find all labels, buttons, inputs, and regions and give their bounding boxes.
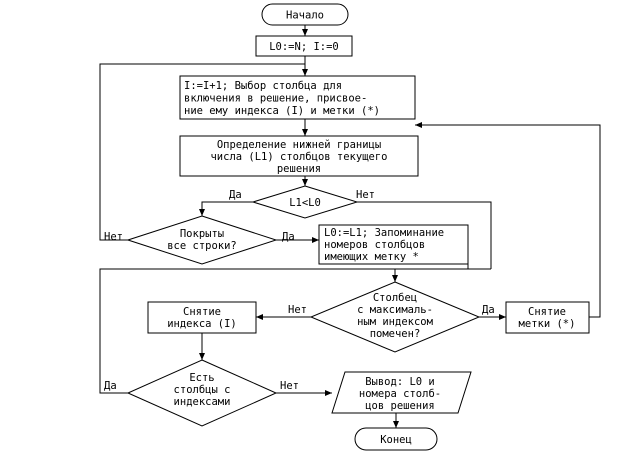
edge-l1-no [357, 201, 492, 269]
remove-index-line-1: Снятие [183, 306, 221, 318]
decision-indexed: Есть столбцы с индексами [126, 359, 278, 427]
edge-remember-trunk [467, 255, 491, 270]
edge-rows-no [99, 63, 305, 241]
init-text: L0:=N; I:=0 [269, 41, 339, 53]
indexed-line-1: Есть [189, 372, 214, 384]
process-select: I:=I+1; Выбор столбца для включения в ре… [179, 75, 416, 120]
output-line-1: Вывод: L0 и [365, 376, 435, 388]
label-indexed-yes: Да [104, 380, 117, 392]
remove-index-line-2: индекса (I) [167, 318, 237, 330]
marked-line-4: помечен? [370, 328, 421, 340]
label-marked-yes: Да [482, 304, 495, 316]
process-remember: L0:=L1; Запоминание номеров столбцов име… [318, 224, 469, 265]
io-output: Вывод: L0 и номера столб- цов решения [331, 371, 472, 414]
label-l1-no: Нет [356, 189, 375, 201]
marked-line-3: ным индексом [357, 316, 434, 328]
end-text: Конец [380, 434, 412, 446]
process-remove-index: Снятие индекса (I) [147, 301, 257, 334]
edge-l1-yes [199, 201, 253, 216]
remember-line-1: L0:=L1; Запоминание [324, 227, 444, 239]
edge-labels: Да Нет Нет Да Нет Да Да Нет [104, 189, 495, 392]
cond-l1-text: L1<L0 [289, 197, 321, 209]
remember-line-3: имеющих метку * [324, 251, 419, 263]
output-line-2: номера столб- [359, 388, 441, 400]
indexed-line-3: индексами [174, 396, 231, 408]
select-line-3: ние ему индекса (I) и метки (*) [184, 105, 380, 117]
label-indexed-no: Нет [280, 380, 299, 392]
decision-l1-l0: L1<L0 [251, 185, 359, 219]
terminal-end: Конец [354, 427, 438, 451]
decision-marked: Столбец с максималь- ным индексом помече… [309, 281, 481, 353]
decision-rows-covered: Покрыты все строки? [126, 215, 278, 265]
lower-line-1: Определение нижней границы [217, 139, 381, 151]
marked-line-2: с максималь- [357, 304, 433, 316]
marked-line-1: Столбец [373, 292, 417, 304]
label-rows-yes: Да [282, 231, 295, 243]
label-l1-yes: Да [229, 189, 242, 201]
start-text: Начало [286, 10, 324, 22]
select-line-1: I:=I+1; Выбор столбца для [184, 80, 342, 92]
process-remove-mark: Снятие метки (*) [505, 301, 590, 334]
process-init: L0:=N; I:=0 [255, 35, 353, 57]
edge-indexed-yes [99, 268, 395, 394]
edge-remove-mark-back [415, 122, 601, 318]
label-marked-no: Нет [288, 304, 307, 316]
lower-line-2: числа (L1) столбцов текущего [210, 151, 387, 163]
remove-mark-line-2: метки (*) [519, 318, 576, 330]
lower-line-3: решения [277, 163, 321, 175]
process-lower-bound: Определение нижней границы числа (L1) ст… [179, 135, 419, 177]
edge-trunk-marked [392, 268, 491, 282]
indexed-line-2: столбцы с [174, 384, 231, 396]
rows-line-1: Покрыты [180, 228, 224, 240]
select-line-2: включения в решение, присвое- [184, 93, 367, 105]
output-line-3: цов решения [365, 400, 435, 412]
remember-line-2: номеров столбцов [324, 239, 425, 251]
remove-mark-line-1: Снятие [528, 306, 566, 318]
connectors [99, 25, 601, 428]
rows-line-2: все строки? [167, 240, 237, 252]
label-rows-no: Нет [104, 231, 123, 243]
terminal-start: Начало [261, 3, 349, 26]
